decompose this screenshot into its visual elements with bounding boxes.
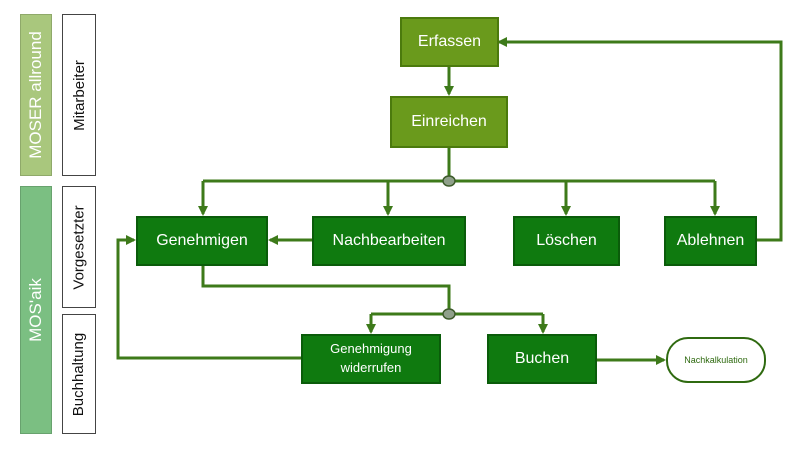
node-erfassen[interactable]: Erfassen bbox=[400, 17, 499, 67]
role-lane-mitarbeiter: Mitarbeiter bbox=[62, 14, 96, 176]
edge-genehmigen-junction bbox=[201, 266, 451, 310]
node-buchen-label: Buchen bbox=[514, 350, 570, 367]
role-lane-vorgesetzter: Vorgesetzter bbox=[62, 186, 96, 308]
edge-widerrufen-genehmigen bbox=[116, 235, 301, 360]
node-einreichen-label: Einreichen bbox=[411, 113, 487, 130]
node-genehmigen-label: Genehmigen bbox=[156, 232, 248, 249]
node-loeschen-label: Löschen bbox=[536, 232, 597, 249]
junction-dot-top bbox=[442, 175, 456, 187]
edge-ablehnen-erfassen bbox=[497, 37, 783, 242]
node-widerrufen-label-line2: widerrufen bbox=[340, 360, 402, 375]
node-nachkalkulation-label: Nachkalkulation bbox=[684, 355, 748, 365]
node-genehmigen[interactable]: Genehmigen bbox=[136, 216, 268, 266]
node-nachkalkulation[interactable]: Nachkalkulation bbox=[666, 337, 766, 383]
system-lane-mosaik: MOS'aik bbox=[20, 186, 52, 434]
node-loeschen[interactable]: Löschen bbox=[513, 216, 620, 266]
node-widerrufen-label-line1: Genehmigung bbox=[330, 341, 412, 357]
system-lane-moser-allround: MOSER allround bbox=[20, 14, 52, 176]
node-ablehnen[interactable]: Ablehnen bbox=[664, 216, 757, 266]
junction-dot-bottom bbox=[442, 308, 456, 320]
role-lane-buchhaltung: Buchhaltung bbox=[62, 314, 96, 434]
node-einreichen[interactable]: Einreichen bbox=[390, 96, 508, 148]
node-buchen[interactable]: Buchen bbox=[487, 334, 597, 384]
node-nachbearbeiten-label: Nachbearbeiten bbox=[332, 232, 446, 249]
node-nachbearbeiten[interactable]: Nachbearbeiten bbox=[312, 216, 466, 266]
node-erfassen-label: Erfassen bbox=[417, 33, 482, 50]
node-ablehnen-label: Ablehnen bbox=[676, 232, 745, 249]
node-genehmigung-widerrufen[interactable]: Genehmigung widerrufen bbox=[301, 334, 441, 384]
